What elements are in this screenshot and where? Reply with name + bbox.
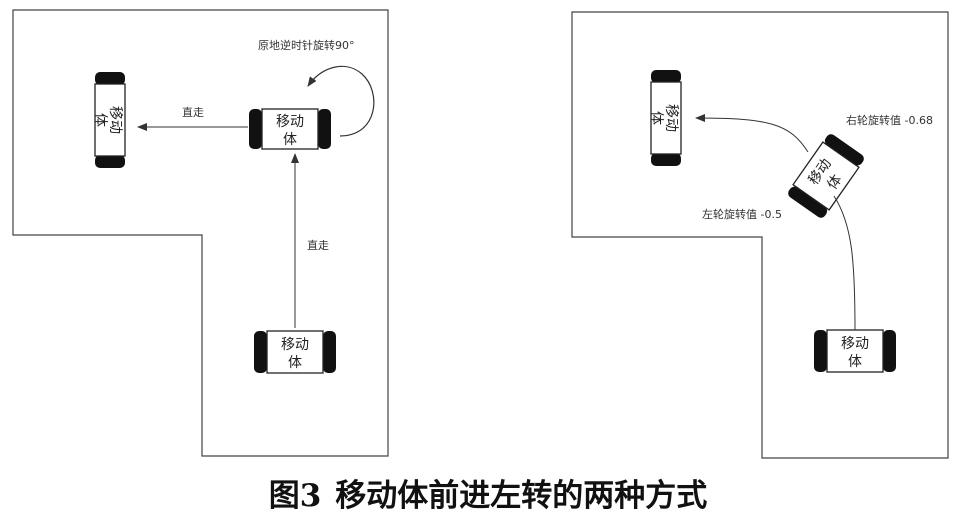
left-panel: 移动 体 移动 体 移动 体 原地逆时针旋转90° 直走 直走 [12,9,389,457]
left-start-car: 移动 体 [254,330,336,374]
left-label-straight-h: 直走 [182,105,204,119]
right-label-left-wheel: 左轮旋转值 -0.5 [702,207,782,221]
right-target-car: 移动 体 [648,70,682,166]
left-moving-body: 移动 体 [249,108,331,150]
right-start-label-1: 移动 [841,336,869,352]
right-target-label-1: 移动 [663,104,679,132]
left-corridor-outline [12,9,389,457]
right-moving-body-tilted: 移动 体 [788,134,864,218]
left-moving-label-2: 体 [283,132,297,148]
left-target-car: 移动 体 [92,72,126,168]
left-label-rotate: 原地逆时针旋转90° [258,38,355,52]
left-target-label-2: 体 [92,113,108,127]
caption-text: 移动体前进左转的两种方式 [335,478,707,514]
right-target-label-2: 体 [648,111,664,125]
right-start-label-2: 体 [848,354,862,370]
right-panel: 移动 体 移动 体 移动 体 右轮旋转值 -0.68 左轮旋转值 -0.5 [571,11,949,459]
left-rotation-arrow [307,65,375,137]
caption-number: 图3 [269,478,322,514]
left-label-straight-v: 直走 [307,238,329,252]
left-start-label-1: 移动 [281,337,309,353]
right-corridor-outline [571,11,949,459]
right-curve-arrow [695,114,809,153]
left-start-label-2: 体 [288,355,302,371]
left-target-label-1: 移动 [107,106,123,134]
left-moving-label-1: 移动 [276,114,304,130]
right-label-right-wheel: 右轮旋转值 -0.68 [846,113,933,127]
figure-caption: 图3 移动体前进左转的两种方式 [269,478,708,514]
right-start-car: 移动 体 [814,329,896,373]
right-curve-path [833,195,856,331]
